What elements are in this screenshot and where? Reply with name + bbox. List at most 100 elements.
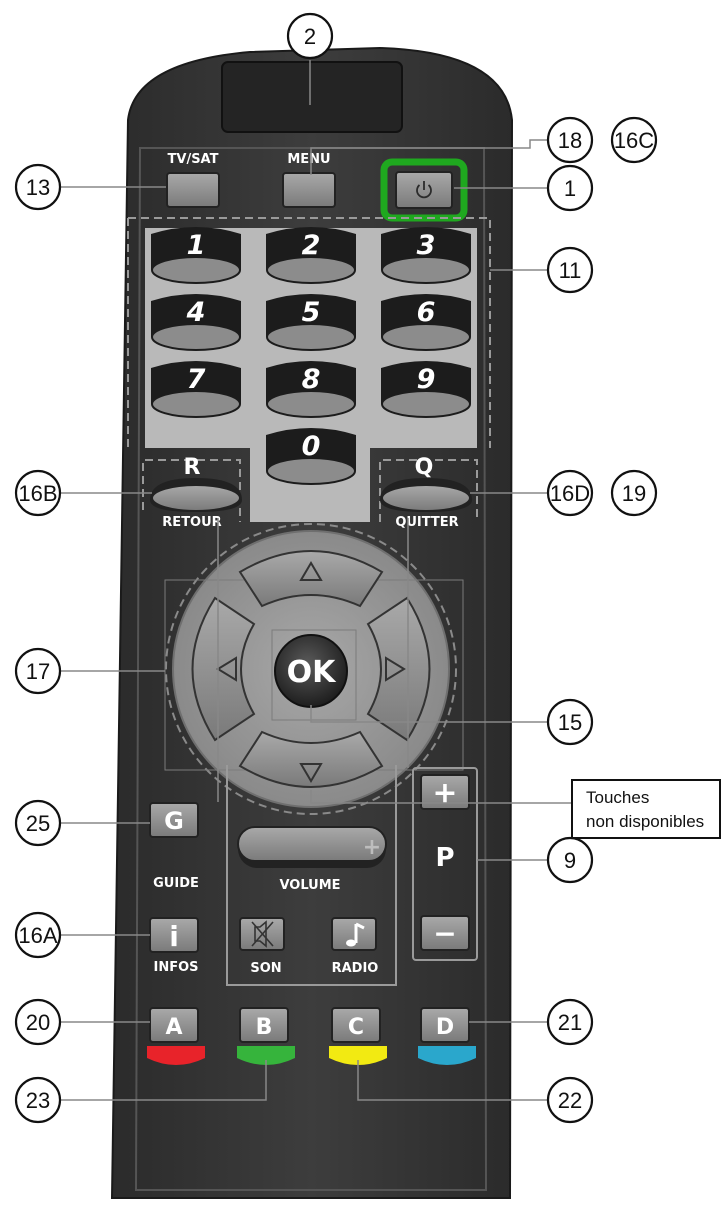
callout-19: 19	[610, 469, 658, 517]
callout-11: 11	[546, 246, 594, 294]
retour-key-letter: R	[184, 455, 201, 480]
color-key-d[interactable]	[418, 1007, 476, 1065]
digit-key-3[interactable]: 3	[381, 227, 471, 284]
callout-17: 17	[14, 647, 62, 695]
ok-label: OK	[287, 655, 338, 690]
guide-button[interactable]	[149, 802, 199, 838]
nav-right-button[interactable]	[366, 596, 431, 742]
callout-23: 23	[14, 1076, 62, 1124]
digit-key-7[interactable]: 7	[151, 361, 241, 418]
digit-key-5-label: 5	[302, 297, 321, 328]
color-key-d-letter: D	[436, 1015, 454, 1040]
volume-plus-icon: +	[363, 835, 381, 860]
svg-text:25: 25	[26, 811, 50, 836]
note-line1: Touches	[586, 788, 649, 807]
arrow-right-icon	[385, 656, 406, 682]
digit-key-9[interactable]: 9	[381, 361, 471, 418]
volume-panel	[226, 765, 397, 986]
radio-button[interactable]	[331, 917, 377, 951]
tvsat-label: TV/SAT	[168, 152, 219, 167]
svg-text:17: 17	[26, 659, 50, 684]
tvsat-button[interactable]	[166, 172, 220, 208]
svg-text:21: 21	[558, 1010, 582, 1035]
svg-text:11: 11	[559, 258, 582, 283]
callout-13: 13	[14, 163, 62, 211]
guide-label: GUIDE	[153, 876, 199, 891]
son-label: SON	[250, 961, 281, 976]
svg-text:22: 22	[558, 1088, 582, 1113]
mute-icon	[251, 920, 274, 948]
power-icon	[416, 181, 432, 199]
digit-key-5[interactable]: 5	[266, 294, 356, 351]
digit-key-0[interactable]: 0	[266, 428, 356, 485]
digit-key-2-label: 2	[302, 230, 321, 261]
callout-16b: 16B	[14, 469, 62, 517]
color-key-b[interactable]	[237, 1007, 295, 1065]
infos-label: INFOS	[153, 960, 198, 975]
retour-label: RETOUR	[162, 515, 221, 530]
color-key-a[interactable]	[147, 1007, 205, 1065]
svg-text:19: 19	[622, 481, 646, 506]
digit-key-8[interactable]: 8	[266, 361, 356, 418]
infos-key-letter: i	[169, 920, 179, 953]
ir-window	[221, 61, 403, 133]
program-minus-button[interactable]	[420, 915, 470, 951]
callout-20: 20	[14, 998, 62, 1046]
digit-key-6[interactable]: 6	[381, 294, 471, 351]
digit-key-6-label: 6	[417, 297, 436, 328]
svg-text:9: 9	[564, 848, 576, 873]
digit-key-4[interactable]: 4	[151, 294, 241, 351]
quitter-label: QUITTER	[395, 515, 458, 530]
callout-2: 2	[286, 12, 334, 60]
retour-frame	[142, 459, 241, 522]
program-minus-label: −	[433, 917, 456, 950]
ok-button[interactable]: OK	[274, 634, 348, 708]
color-key-b-letter: B	[256, 1015, 273, 1040]
svg-text:16A: 16A	[18, 923, 57, 948]
svg-text:23: 23	[26, 1088, 50, 1113]
callouts: 2 13 18 16C 1 11 16B 16D 19 17 15 25 9 1…	[14, 12, 658, 1124]
callout-22: 22	[546, 1076, 594, 1124]
radio-label: RADIO	[332, 961, 379, 976]
power-highlight	[380, 158, 468, 222]
digit-key-4-label: 4	[186, 297, 206, 328]
program-p-label: P	[435, 843, 454, 873]
digit-key-2[interactable]: 2	[266, 227, 356, 284]
leader-lines	[58, 60, 590, 1101]
note-line2: non disponibles	[586, 812, 704, 831]
menu-label: MENU	[287, 152, 330, 167]
svg-text:16C: 16C	[614, 128, 654, 153]
color-key-a-letter: A	[165, 1015, 182, 1040]
svg-text:20: 20	[26, 1010, 50, 1035]
unavailable-keys-note: Touches non disponibles	[571, 779, 721, 839]
callout-9: 9	[546, 836, 594, 884]
retour-button[interactable]	[150, 478, 242, 512]
arrow-down-icon	[299, 763, 323, 783]
callout-15: 15	[546, 698, 594, 746]
guide-key-letter: G	[164, 807, 184, 835]
arrow-left-icon	[216, 656, 237, 682]
svg-text:18: 18	[558, 128, 582, 153]
menu-button[interactable]	[282, 172, 336, 208]
svg-text:16B: 16B	[18, 481, 57, 506]
volume-rocker[interactable]: +	[237, 826, 387, 868]
music-note-icon	[346, 922, 365, 947]
svg-text:2: 2	[304, 24, 316, 49]
quitter-button[interactable]	[380, 478, 472, 512]
digit-key-1-label: 1	[187, 230, 206, 261]
program-panel	[412, 767, 478, 961]
nav-up-button[interactable]	[238, 550, 384, 608]
digit-key-3-label: 3	[417, 230, 436, 261]
callout-1: 1	[546, 164, 594, 212]
nav-down-button[interactable]	[238, 730, 384, 788]
program-plus-button[interactable]	[420, 774, 470, 810]
digit-key-1[interactable]: 1	[151, 227, 241, 284]
callout-16a: 16A	[14, 911, 62, 959]
color-key-c[interactable]	[329, 1007, 387, 1065]
quitter-key-letter: Q	[415, 455, 434, 480]
color-key-c-letter: C	[348, 1015, 364, 1040]
volume-label: VOLUME	[279, 878, 340, 893]
digit-key-9-label: 9	[417, 364, 436, 395]
nav-left-button[interactable]	[191, 596, 256, 742]
